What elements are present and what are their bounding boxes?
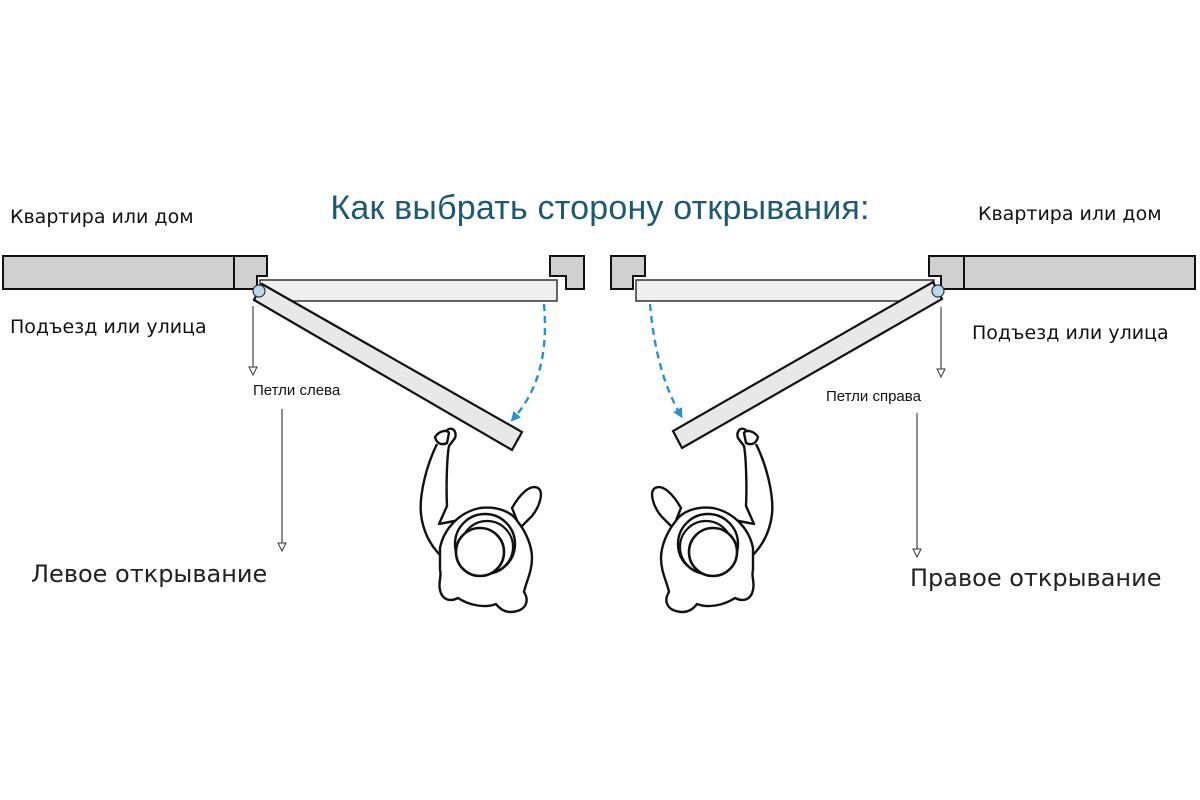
left-outside-label: Подъезд или улица [10, 316, 207, 338]
right-frame-jamb [610, 255, 646, 290]
right-inside-label: Квартира или дом [978, 203, 1162, 225]
right-outside-label: Подъезд или улица [972, 322, 1169, 344]
left-open-door [252, 282, 524, 452]
left-inside-label: Квартира или дом [10, 206, 194, 228]
right-open-door [671, 280, 944, 450]
right-closed-door [635, 279, 935, 302]
hinge-icon [252, 284, 266, 298]
left-wall [2, 255, 268, 290]
left-frame-jamb [549, 255, 585, 290]
left-hinge-label: Петли слева [253, 382, 341, 399]
page-title: Как выбрать сторону открывания: [330, 189, 870, 227]
left-closed-door [259, 279, 558, 302]
hinge-icon [931, 284, 945, 298]
person-top-view-icon [650, 427, 774, 614]
right-wall [928, 255, 1196, 290]
swing-arrow-icon [510, 303, 547, 422]
right-caption: Правое открывание [910, 564, 1162, 592]
right-hinge-label: Петли справа [826, 388, 921, 405]
left-caption: Левое открывание [31, 560, 268, 588]
person-top-view-icon [419, 427, 543, 614]
swing-arrow-icon [648, 303, 683, 419]
